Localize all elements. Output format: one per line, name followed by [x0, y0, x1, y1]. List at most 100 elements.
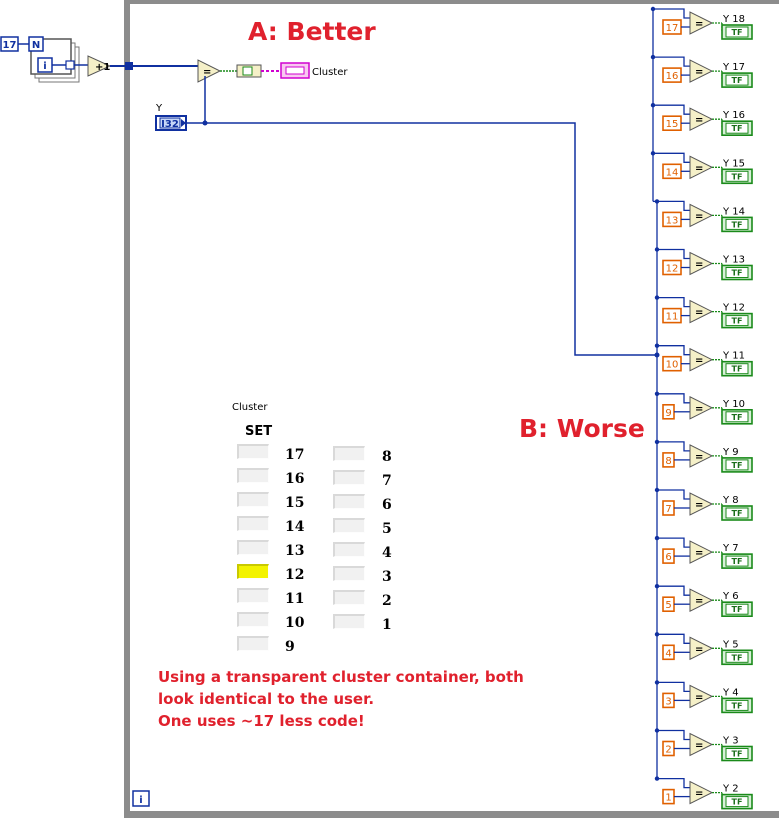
- worse-constant-value: 3: [665, 696, 671, 707]
- led-8[interactable]: [333, 446, 365, 461]
- worse-boolean-type: TF: [732, 124, 743, 133]
- worse-constant-value: 12: [666, 264, 679, 275]
- led-13[interactable]: [237, 540, 269, 555]
- led-12[interactable]: [237, 564, 269, 579]
- led-label-14: 14: [285, 519, 305, 535]
- worse-branch-wire: [657, 296, 690, 308]
- led-11[interactable]: [237, 588, 269, 603]
- worse-boolean-type: TF: [732, 220, 743, 229]
- led-14[interactable]: [237, 516, 269, 531]
- led-2[interactable]: [333, 590, 365, 605]
- outer-iteration-label: i: [139, 795, 142, 806]
- worse-constant-value: 9: [665, 408, 671, 419]
- worse-indicator-label: Y 5: [722, 639, 739, 650]
- cluster-indicator: Cluster: [280, 62, 348, 79]
- worse-constant-value: 16: [666, 71, 679, 82]
- led-9[interactable]: [237, 636, 269, 651]
- note-line-3: One uses ~17 less code!: [158, 712, 365, 730]
- worse-indicator-label: Y 3: [722, 736, 739, 747]
- worse-equal-node: [689, 780, 714, 805]
- count-terminal: N: [28, 36, 44, 52]
- note: Using a transparent cluster container, b…: [158, 666, 578, 732]
- worse-constant-value: 7: [665, 504, 671, 515]
- worse-equal-label: =: [695, 356, 703, 367]
- worse-boolean-type: TF: [732, 509, 743, 518]
- led-label-12: 12: [285, 567, 305, 583]
- worse-equal-label: =: [695, 67, 703, 78]
- bool-array-to-cluster-node: [236, 64, 262, 78]
- worse-boolean-type: TF: [732, 317, 743, 326]
- worse-indicator-label: Y 17: [722, 62, 745, 73]
- led-4[interactable]: [333, 542, 365, 557]
- worse-constant-value: 11: [666, 312, 679, 323]
- worse-equal-node: [689, 59, 714, 83]
- svg-text:=: =: [203, 67, 211, 78]
- worse-indicator-label: Y 16: [722, 110, 745, 121]
- worse-indicator-label: Y 12: [722, 303, 745, 314]
- worse-boolean-type: TF: [732, 750, 743, 759]
- worse-branch-wire: [657, 200, 690, 212]
- worse-constant-value: 13: [666, 215, 679, 226]
- worse-branch-wire: [657, 248, 690, 260]
- worse-indicator-label: Y 7: [722, 543, 739, 554]
- worse-indicator-label: Y 4: [722, 687, 739, 698]
- worse-branch-wire: [657, 633, 690, 644]
- worse-equal-node: [689, 492, 714, 516]
- led-1[interactable]: [333, 614, 365, 629]
- outer-loop-iteration-terminal: i: [132, 790, 150, 807]
- led-10[interactable]: [237, 612, 269, 627]
- svg-text:17: 17: [3, 40, 17, 51]
- worse-equal-label: =: [695, 115, 703, 126]
- worse-indicator-label: Y 6: [722, 591, 739, 602]
- led-label-9: 9: [285, 639, 295, 655]
- loop-tunnel: [125, 62, 133, 70]
- worse-boolean-type: TF: [732, 76, 743, 85]
- worse-indicator-label: Y 8: [722, 495, 739, 506]
- worse-equal-node: [689, 636, 714, 661]
- worse-equal-node: [689, 540, 714, 564]
- worse-indicator-label: Y 10: [722, 399, 745, 410]
- worse-branch-wire: [653, 56, 690, 67]
- led-6[interactable]: [333, 494, 365, 509]
- worse-constant-value: 15: [666, 119, 679, 130]
- worse-boolean-type: TF: [732, 605, 743, 614]
- y-control[interactable]: I32: [155, 115, 187, 131]
- led-label-17: 17: [285, 447, 305, 463]
- worse-boolean-type: TF: [732, 701, 743, 710]
- worse-boolean-type: TF: [732, 653, 743, 662]
- cluster-label: Cluster: [232, 402, 268, 413]
- led-label-11: 11: [285, 591, 305, 607]
- worse-equal-label: =: [695, 308, 703, 319]
- increment-node: +1: [87, 55, 112, 77]
- worse-equal-node: [689, 684, 714, 709]
- worse-equal-label: =: [695, 404, 703, 415]
- worse-branch-wire: [657, 441, 690, 452]
- led-17[interactable]: [237, 444, 269, 459]
- worse-constant-value: 4: [665, 648, 671, 659]
- worse-constant-value: 2: [665, 745, 671, 756]
- led-label-13: 13: [285, 543, 305, 559]
- worse-equal-node: [689, 299, 714, 324]
- led-15[interactable]: [237, 492, 269, 507]
- set-label: SET: [245, 424, 273, 439]
- led-label-1: 1: [382, 617, 392, 633]
- worse-equal-node: [689, 203, 714, 228]
- worse-equal-label: =: [695, 596, 703, 607]
- led-7[interactable]: [333, 470, 365, 485]
- worse-equal-label: =: [695, 211, 703, 222]
- worse-equal-node: [689, 347, 714, 372]
- led-16[interactable]: [237, 468, 269, 483]
- worse-constant-value: 14: [666, 167, 679, 178]
- led-label-5: 5: [382, 521, 392, 537]
- worse-equal-label: =: [695, 260, 703, 271]
- outer-loop-frame: [124, 0, 779, 818]
- worse-indicator-label: Y 13: [722, 255, 745, 266]
- worse-constant-value: 10: [666, 360, 679, 371]
- worse-branch-wire: [653, 152, 690, 163]
- led-5[interactable]: [333, 518, 365, 533]
- worse-constant-value: 5: [665, 600, 671, 611]
- led-3[interactable]: [333, 566, 365, 581]
